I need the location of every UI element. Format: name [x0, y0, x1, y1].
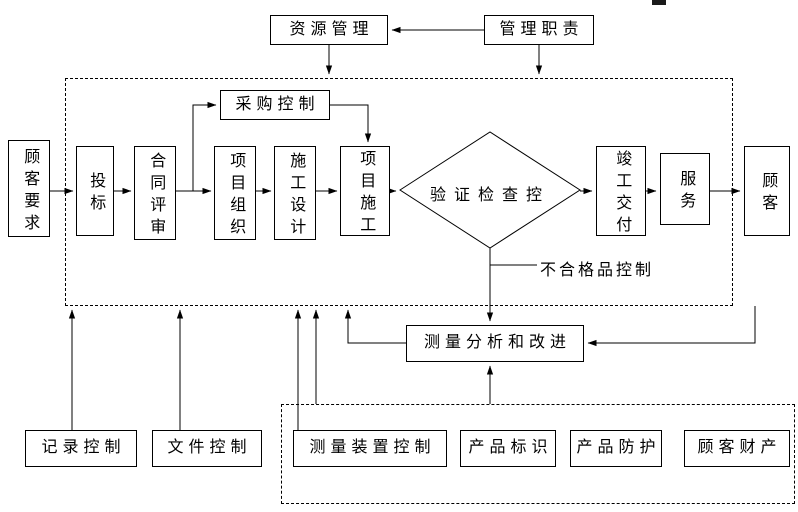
node-label: 顾客要求	[21, 147, 39, 236]
node-project-construction: 项目施工	[340, 146, 390, 238]
node-measurement-improvement: 测量分析和改进	[406, 325, 584, 362]
node-label: 竣工交付	[613, 150, 631, 238]
node-label: 产品防护	[576, 439, 661, 457]
connector-right-to-measurement	[587, 306, 756, 347]
node-bidding: 投标	[76, 146, 114, 236]
node-label: 服务	[677, 170, 695, 214]
node-procurement-control: 采购控制	[220, 90, 330, 120]
node-label: 测量分析和改进	[423, 334, 571, 352]
node-label: 顾客财产	[697, 439, 782, 457]
node-customer-property: 顾客财产	[684, 430, 790, 467]
node-label: 采购控制	[235, 95, 320, 113]
node-completion-delivery: 竣工交付	[596, 146, 646, 238]
node-label: 文件控制	[167, 439, 252, 457]
node-resource-management: 资源管理	[270, 15, 388, 45]
node-label: 施工设计	[287, 152, 305, 240]
node-label: 测量装置控制	[309, 439, 436, 457]
node-product-protection: 产品防护	[570, 430, 662, 467]
node-label: 记录控制	[41, 439, 126, 457]
node-label: 项目施工	[357, 150, 375, 238]
nonconforming-control-label: 不合格品控制	[540, 262, 655, 279]
node-label: 投标	[87, 172, 105, 216]
node-product-identification: 产品标识	[460, 430, 556, 467]
node-customer: 顾客	[744, 146, 790, 236]
node-verification-check-label: 验证检查控	[429, 187, 550, 204]
node-label: 顾客	[759, 172, 777, 216]
node-document-control: 文件控制	[152, 430, 262, 467]
node-management-duty: 管理职责	[484, 15, 594, 45]
node-record-control: 记录控制	[25, 430, 137, 467]
node-label: 管理职责	[499, 20, 584, 38]
node-label: 合同评审	[147, 152, 165, 240]
node-label: 项目组织	[227, 152, 245, 240]
node-label: 产品标识	[468, 439, 553, 457]
connector-measurement-to-main	[344, 309, 406, 344]
node-construction-design: 施工设计	[274, 146, 316, 240]
node-customer-requirements: 顾客要求	[8, 140, 50, 237]
node-measuring-device-control: 测量装置控制	[293, 430, 447, 467]
support-process-boundary	[281, 404, 795, 504]
node-service: 服务	[660, 153, 710, 225]
node-label: 资源管理	[289, 20, 374, 38]
corner-artifact-mark	[652, 0, 666, 5]
node-project-organization: 项目组织	[214, 146, 256, 240]
node-contract-review: 合同评审	[134, 146, 176, 240]
